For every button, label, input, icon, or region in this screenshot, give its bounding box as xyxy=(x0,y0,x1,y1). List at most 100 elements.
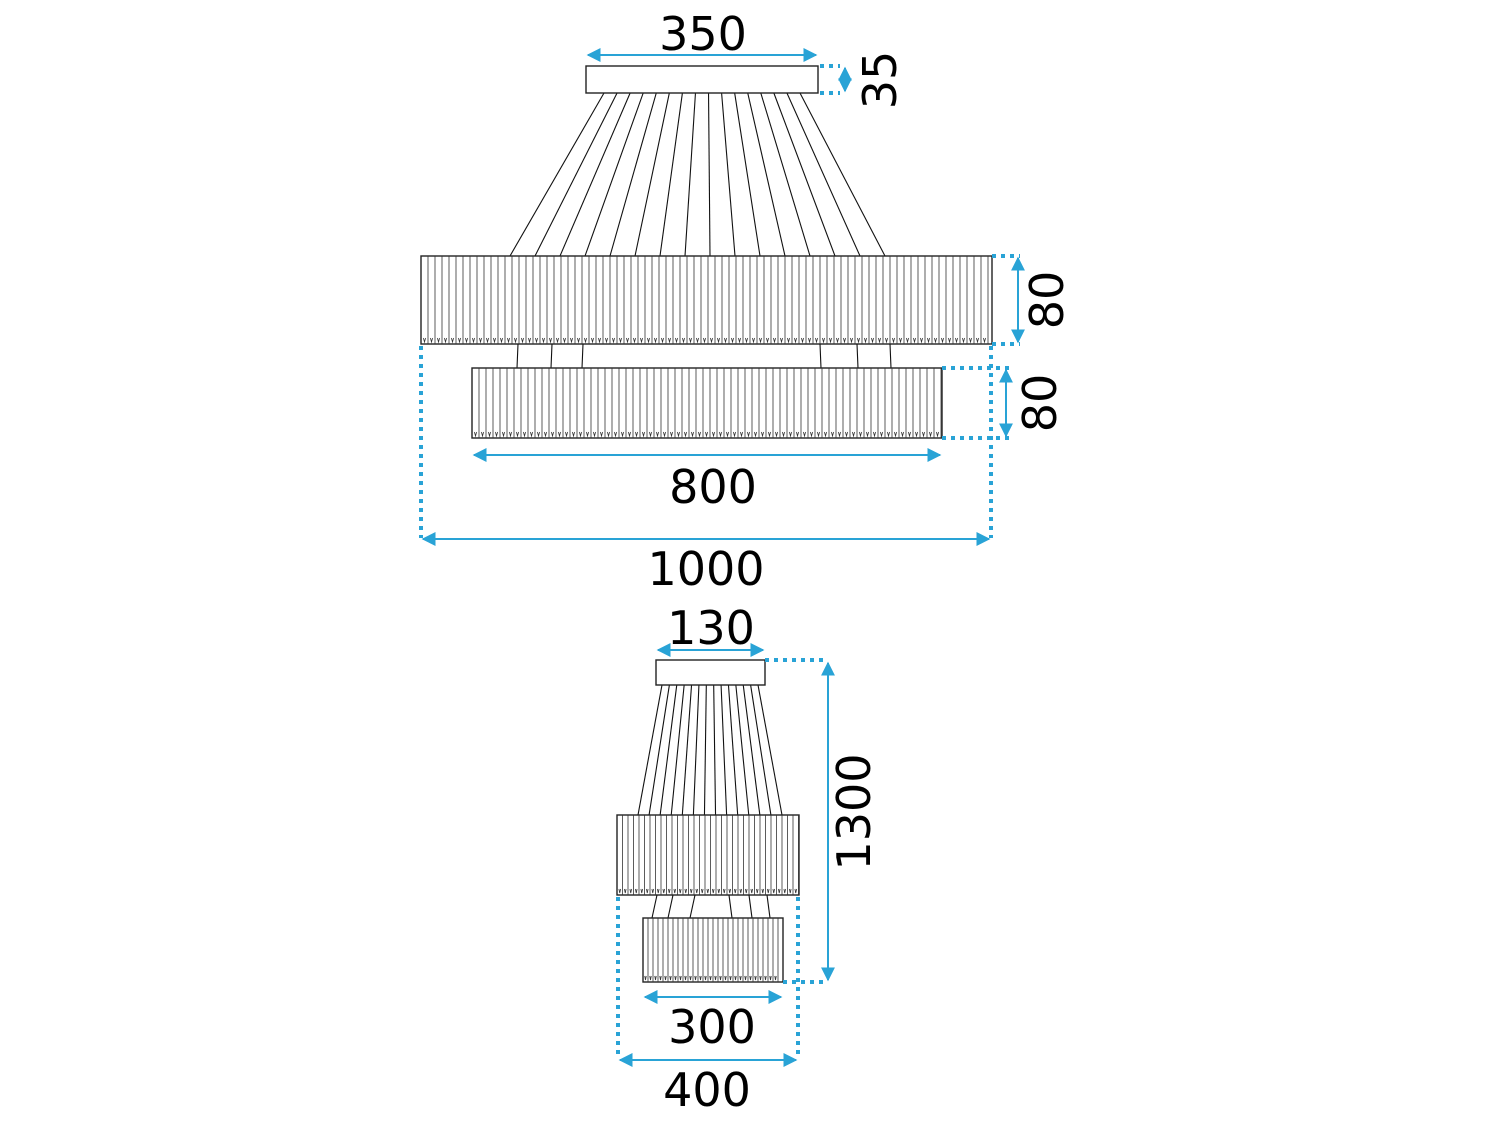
crystal-tip xyxy=(657,888,660,894)
large-chandelier-view: 350 35 80 80 800 1000 xyxy=(419,7,1074,596)
crystal-tip xyxy=(684,888,687,894)
crystal-tip xyxy=(749,975,752,981)
large-canopy xyxy=(585,65,819,94)
ring-link xyxy=(550,343,553,369)
ring-link xyxy=(748,894,753,919)
crystal-tip xyxy=(915,431,918,438)
crystal-tip xyxy=(646,888,649,894)
crystal-tip xyxy=(934,337,937,344)
crystal-tip xyxy=(659,975,662,981)
suspension-wire xyxy=(757,684,783,816)
crystal-tip xyxy=(661,337,664,344)
crystal-tip xyxy=(682,337,685,344)
small-canopy xyxy=(655,659,766,686)
crystal-tip xyxy=(734,888,737,894)
crystal-tip xyxy=(514,337,517,344)
large-lower-ring xyxy=(471,367,943,439)
small-lower-ring xyxy=(642,917,784,983)
crystal-tip xyxy=(824,431,827,438)
crystal-tip xyxy=(669,975,672,981)
crystal-tip xyxy=(859,431,862,438)
large-canopy-width-label: 350 xyxy=(659,7,747,61)
crystal-tip xyxy=(684,431,687,438)
crystal-tip xyxy=(598,337,601,344)
crystal-tip xyxy=(756,888,759,894)
crystal-tip xyxy=(801,337,804,344)
crystal-tip xyxy=(695,888,698,894)
crystal-tip xyxy=(654,975,657,981)
crystal-tip xyxy=(712,888,715,894)
small-height-label: 1300 xyxy=(827,753,881,870)
crystal-tip xyxy=(437,337,440,344)
suspension-wire xyxy=(634,92,670,257)
crystal-tip xyxy=(728,888,731,894)
large-lower-height-extension xyxy=(942,366,1010,440)
crystal-tip xyxy=(474,431,477,438)
crystal-tip xyxy=(629,888,632,894)
crystal-tip xyxy=(767,888,770,894)
crystal-tip xyxy=(621,431,624,438)
crystal-tip xyxy=(704,975,707,981)
large-suspension-wires xyxy=(509,92,886,257)
crystal-tip xyxy=(679,975,682,981)
crystal-tip xyxy=(754,975,757,981)
small-upper-ring xyxy=(616,814,800,896)
crystal-tip xyxy=(740,431,743,438)
suspension-wire xyxy=(750,684,772,816)
crystal-tip xyxy=(705,431,708,438)
crystal-tip xyxy=(628,431,631,438)
suspension-wire xyxy=(735,684,750,816)
crystal-tip xyxy=(880,431,883,438)
crystal-tip xyxy=(605,337,608,344)
ring-link xyxy=(667,894,674,919)
crystal-tip xyxy=(941,337,944,344)
crystal-tip xyxy=(866,431,869,438)
suspension-wire xyxy=(609,92,657,257)
suspension-wire xyxy=(509,92,605,257)
suspension-wire xyxy=(707,92,711,257)
large-upper-ring xyxy=(420,255,993,345)
crystal-tip xyxy=(535,337,538,344)
crystal-tip xyxy=(789,888,792,894)
suspension-wire xyxy=(773,92,836,257)
crystal-tip xyxy=(551,431,554,438)
large-upper-width-label: 1000 xyxy=(647,542,764,596)
crystal-tip xyxy=(521,337,524,344)
suspension-wire xyxy=(799,92,886,257)
crystal-tip xyxy=(600,431,603,438)
ring-link xyxy=(766,894,771,919)
crystal-tip xyxy=(955,337,958,344)
crystal-tip xyxy=(873,431,876,438)
crystal-tip xyxy=(768,431,771,438)
crystal-tip xyxy=(542,337,545,344)
crystal-tip xyxy=(913,337,916,344)
crystal-tip xyxy=(675,337,678,344)
crystal-tip xyxy=(618,888,621,894)
crystal-tip xyxy=(885,337,888,344)
crystal-tip xyxy=(829,337,832,344)
crystal-tip xyxy=(579,431,582,438)
crystal-tip xyxy=(530,431,533,438)
suspension-wire xyxy=(648,684,670,816)
crystal-tip xyxy=(845,431,848,438)
crystal-tip xyxy=(679,888,682,894)
crystal-tip xyxy=(444,337,447,344)
crystal-tip xyxy=(857,337,860,344)
crystal-tip xyxy=(670,431,673,438)
crystal-tip xyxy=(500,337,503,344)
crystal-tip xyxy=(544,431,547,438)
large-canopy-height-extension xyxy=(820,64,840,95)
crystal-tip xyxy=(717,888,720,894)
crystal-tip xyxy=(744,975,747,981)
crystal-tip xyxy=(927,337,930,344)
crystal-tip xyxy=(619,337,622,344)
crystal-tip xyxy=(878,337,881,344)
crystal-tip xyxy=(699,975,702,981)
crystal-tip xyxy=(948,337,951,344)
crystal-tip xyxy=(668,337,671,344)
crystal-tip xyxy=(577,337,580,344)
suspension-wire xyxy=(742,684,761,816)
crystal-tip xyxy=(774,975,777,981)
suspension-wire xyxy=(534,92,618,257)
crystal-tip xyxy=(794,888,797,894)
